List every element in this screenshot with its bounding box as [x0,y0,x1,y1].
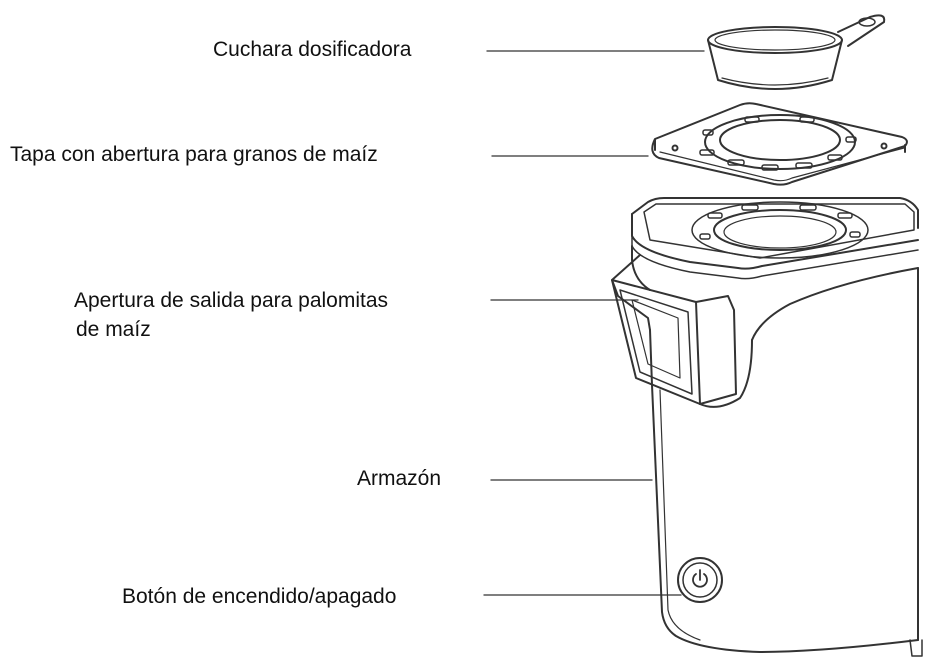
housing-body [631,245,923,657]
popcorn-outlet [611,254,753,408]
housing-top [631,197,919,280]
label-housing: Armazón [357,467,442,490]
label-measuring-scoop: Cuchara dosificadora [213,38,412,61]
power-button-drawing [677,557,723,603]
label-power-button: Botón de encendido/apagado [122,585,397,608]
label-lid: Tapa con abertura para granos de maíz [10,143,378,166]
leader-lines [483,50,705,596]
lid [651,102,908,186]
measuring-scoop [707,14,886,90]
label-outlet-line-1: Apertura de salida para palomitas [74,289,389,312]
label-outlet-line-2: de maíz [76,318,151,341]
